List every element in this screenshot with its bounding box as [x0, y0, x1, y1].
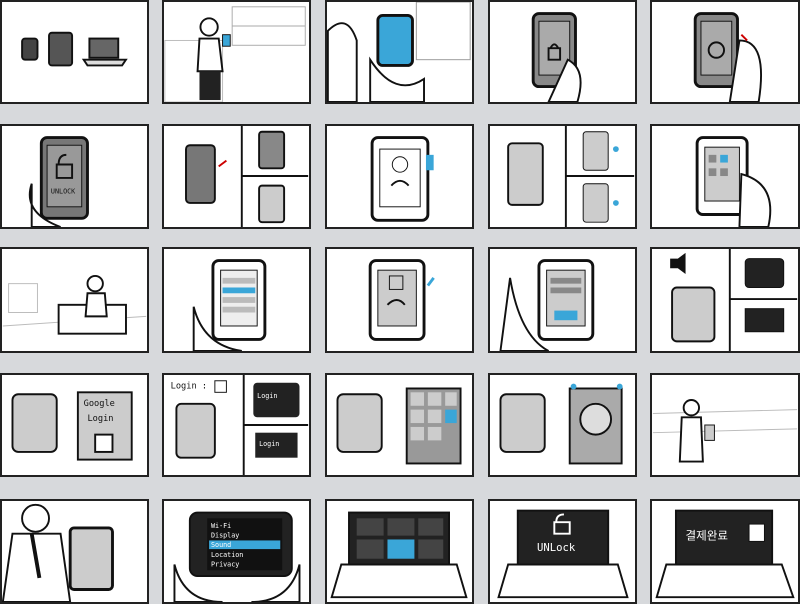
panel-r4-c5-office	[650, 373, 800, 477]
panel-r1-c4-lock-phone	[488, 0, 637, 104]
panel-r5-c3-laptop-tiles	[325, 499, 474, 604]
panel-r4-c3-photo-grid	[325, 373, 474, 477]
panel-r3-c1-living-room	[0, 247, 149, 353]
phone-icon	[11, 393, 58, 453]
panel-r3-c2-list-scroll	[162, 247, 311, 353]
lock-icon	[547, 43, 562, 61]
panel-r1-c1-devices	[0, 0, 149, 104]
panel-r3-c5-sound	[650, 247, 800, 353]
fingerprint-icon	[748, 523, 765, 542]
laptop-login-label: Login	[259, 440, 279, 448]
phone-icon	[336, 393, 383, 453]
panel-r1-c2-man-looking	[162, 0, 311, 104]
menu-item-3: Location	[211, 551, 243, 559]
panel-r5-c2-settings-menu: Wi-Fi Display Sound Location Privacy	[162, 499, 311, 604]
phone-call-icon	[386, 299, 406, 306]
phone-icon	[376, 14, 414, 67]
panel-r1-c3-hand-phone-blue	[325, 0, 474, 104]
fingerprint-icon	[388, 275, 404, 290]
panel-r1-c5-press-button	[650, 0, 800, 104]
menu-item-1: Display	[211, 532, 239, 540]
menu-item-2: Sound	[211, 541, 231, 549]
panel-r3-c4-media	[488, 247, 637, 353]
google-label: Google	[84, 399, 115, 409]
phone-call-icon	[390, 179, 410, 187]
panel-r2-c3-call	[325, 124, 474, 229]
phone-icon	[21, 37, 39, 61]
laptop-icon	[88, 37, 120, 59]
panel-r4-c4-face	[488, 373, 637, 477]
tablet-login-label: Login	[257, 392, 277, 400]
side-button	[425, 154, 434, 171]
speaker-icon	[670, 252, 686, 275]
panel-r2-c2-split	[162, 124, 311, 229]
menu-item-0: Wi-Fi	[211, 522, 231, 530]
fingerprint-icon	[707, 41, 725, 59]
tablet-icon	[48, 31, 74, 67]
phone-icon	[499, 393, 546, 453]
phone-icon	[671, 286, 716, 343]
unlock-icon	[55, 153, 74, 179]
laptop-icon	[516, 509, 610, 566]
panel-r5-c4-laptop-unlock: UNLock	[488, 499, 637, 604]
phone-icon	[222, 34, 231, 47]
payment-complete-label: 결제완료	[686, 528, 729, 542]
headphones-icon	[387, 539, 415, 559]
unlock-icon	[553, 513, 571, 535]
fingerprint-icon	[214, 380, 227, 393]
tablet-icon	[68, 526, 114, 591]
panel-r2-c5-app-grid	[650, 124, 800, 229]
menu-item-4: Privacy	[211, 560, 239, 568]
panel-r3-c3-call-answer	[325, 247, 474, 353]
phone-icon	[507, 142, 544, 206]
panel-r4-c2-login-devices: Login : Login Login	[162, 373, 311, 477]
panel-r2-c4-split-call	[488, 124, 637, 229]
fingerprint-icon	[94, 433, 114, 453]
phone-icon	[175, 402, 216, 459]
login-colon-label: Login :	[171, 381, 207, 391]
panel-r5-c5-laptop-payment: 결제완료	[650, 499, 800, 604]
login-label: Login	[87, 414, 113, 424]
play-button	[554, 310, 578, 321]
panel-r4-c1-google-login: Google Login	[0, 373, 149, 477]
phone-icon	[185, 144, 216, 204]
panel-r2-c1-unlock: UNLOCK	[0, 124, 149, 229]
panel-r5-c1-man-tablet	[0, 499, 149, 604]
unlock-large-label: UNLock	[537, 542, 576, 554]
unlock-label: UNLOCK	[51, 187, 76, 195]
